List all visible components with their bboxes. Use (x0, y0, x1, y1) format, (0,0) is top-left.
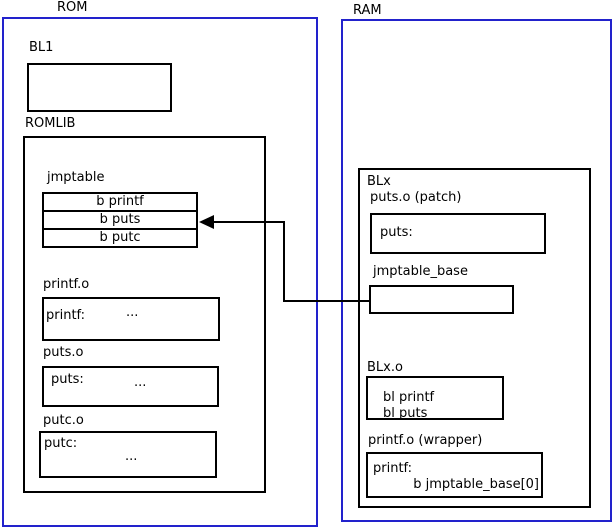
puts-o-label: puts.o (43, 345, 84, 360)
jmptable-base-label: jmptable_base (373, 264, 468, 279)
printf-wrapper-label: printf.o (wrapper) (368, 433, 483, 448)
puts-body-ellipsis: ... (134, 375, 147, 390)
printf-o-label: printf.o (43, 277, 90, 292)
jmptable-label: jmptable (47, 170, 105, 185)
jmptable-row-b-puts: b puts (42, 210, 198, 230)
blx-o-box: bl printf bl puts (366, 376, 504, 421)
jmptable-base-box (369, 285, 514, 314)
blx-o-label: BLx.o (367, 360, 403, 375)
printf-symbol: printf: (46, 308, 86, 323)
blx-o-instruction-bl-puts: bl puts (383, 406, 428, 421)
jmptable-row-b-putc: b putc (42, 228, 198, 248)
putc-o-box: putc: ... (39, 431, 217, 478)
printf-o-box: printf: ... (42, 297, 220, 341)
jmptable-box: b printf b puts b putc (42, 192, 198, 248)
romlib-label: ROMLIB (25, 116, 76, 131)
puts-o-box: puts: ... (42, 366, 219, 407)
printf-wrapper-box: printf: b jmptable_base[0] (366, 452, 543, 498)
blx-label: BLx (367, 174, 391, 189)
printf-wrapper-symbol: printf: (373, 461, 413, 476)
puts-symbol: puts: (51, 372, 84, 387)
putc-o-label: putc.o (43, 413, 84, 428)
jmptable-row-b-printf: b printf (42, 192, 198, 212)
printf-body-ellipsis: ... (126, 305, 139, 320)
puts-patch-box: puts: (370, 213, 546, 254)
puts-patch-symbol: puts: (380, 225, 413, 240)
rom-region-label: ROM (57, 0, 88, 15)
putc-body-ellipsis: ... (125, 449, 138, 464)
puts-patch-label: puts.o (patch) (370, 190, 462, 205)
printf-wrapper-branch-instruction: b jmptable_base[0] (413, 477, 539, 492)
putc-symbol: putc: (44, 436, 78, 451)
blx-o-instruction-bl-printf: bl printf (383, 390, 435, 405)
bl1-label: BL1 (29, 40, 54, 55)
bl1-box (27, 63, 172, 112)
ram-region-label: RAM (353, 3, 382, 18)
